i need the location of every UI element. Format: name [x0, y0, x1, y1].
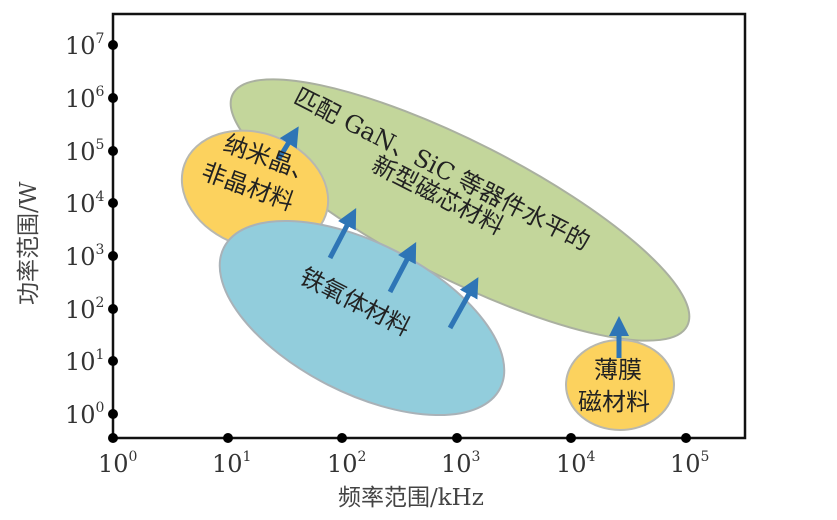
y-axis-title: 功率范围/W: [16, 181, 42, 305]
svg-text:102: 102: [327, 449, 366, 478]
svg-text:薄膜: 薄膜: [594, 356, 642, 384]
y-axis-ticks: [108, 40, 118, 419]
svg-text:105: 105: [65, 137, 104, 166]
svg-text:100: 100: [65, 400, 104, 429]
region-ferrite: [218, 219, 506, 417]
arrow-up-icon: [275, 126, 299, 162]
x-axis-title: 频率范围/kHz: [338, 485, 484, 511]
svg-text:101: 101: [65, 347, 104, 376]
plot-frame: [111, 12, 747, 440]
svg-text:101: 101: [212, 449, 251, 478]
svg-text:105: 105: [670, 449, 709, 478]
y-tick-labels: 107 106 105 104 103 102 101 100: [65, 31, 105, 429]
label-thin-film: 薄膜 磁材料: [578, 356, 650, 416]
x-tick-labels: 100 101 102 103 104 105: [98, 449, 709, 478]
arrow-up-icon: [387, 242, 417, 294]
svg-text:103: 103: [65, 242, 104, 271]
svg-text:102: 102: [65, 295, 104, 324]
arrow-up-icon: [327, 208, 357, 260]
svg-text:104: 104: [65, 189, 105, 218]
svg-text:100: 100: [98, 449, 137, 478]
svg-text:磁材料: 磁材料: [578, 388, 650, 416]
svg-text:106: 106: [65, 84, 105, 113]
svg-text:104: 104: [556, 449, 596, 478]
x-axis-ticks: [108, 433, 691, 443]
upgrade-arrows: [275, 126, 629, 358]
svg-text:107: 107: [65, 31, 104, 60]
svg-text:103: 103: [441, 449, 480, 478]
arrow-up-icon: [447, 277, 479, 330]
